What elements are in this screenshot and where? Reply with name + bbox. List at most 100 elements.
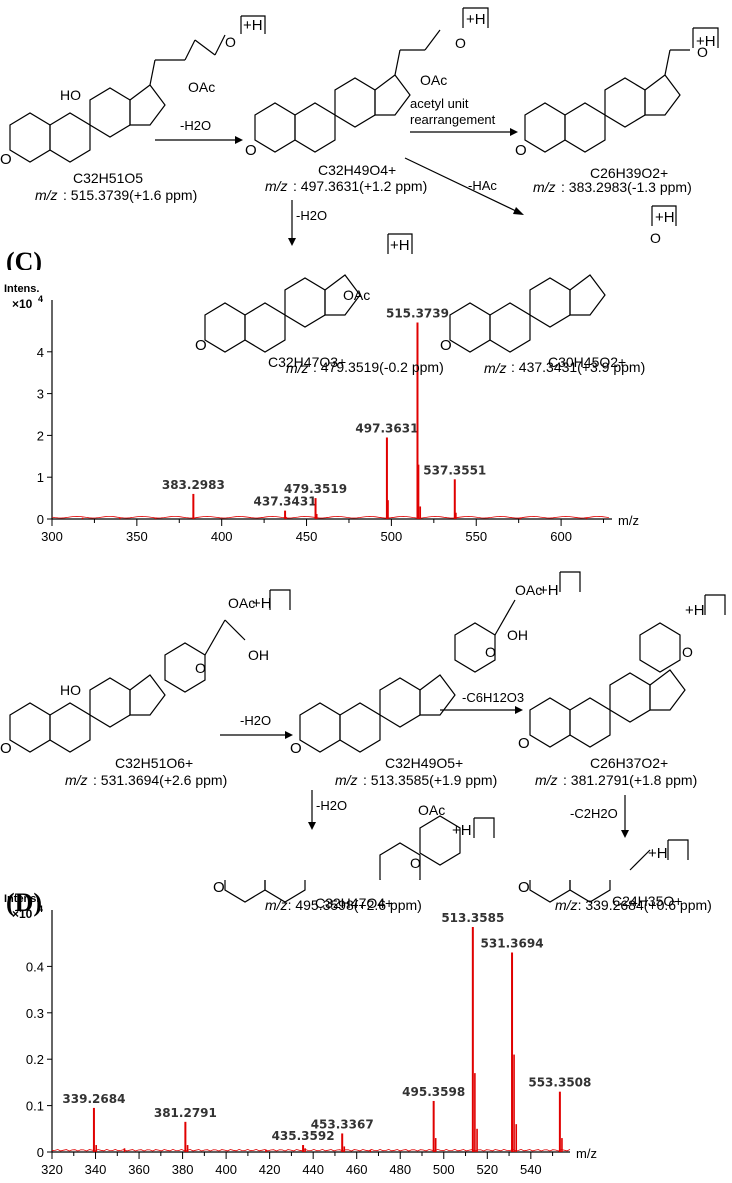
formula: C32H51O5 [73,170,143,186]
arrow-loss-c6h12o3: -C6H12O3 [440,690,524,714]
scheme-c: HO O OAc O +H C32H51O5 m/z : 515.3739(+1… [0,7,719,270]
peak-label: 537.3551 [423,463,486,477]
adduct-label: +H [696,33,716,50]
mz-value: : 339.2684(+0.6 ppm) [577,897,712,913]
peak-label: 553.3508 [528,1076,591,1090]
mz-italic: m/z [35,187,58,203]
substituent: OAc [343,287,370,303]
arrow-rearrangement: acetyl unit rearrangement [410,96,518,136]
y-axis-label: Intens. [4,283,39,295]
baseline-noise [51,1148,571,1152]
formula: C26H37O2+ [590,755,668,771]
formula: C32H49O4+ [318,162,396,178]
steroid-structure-339: O C24H35O+ [518,880,682,909]
adduct-label: +H [252,595,272,612]
arrow-dehydration-4: -H2O [308,790,347,830]
mz-value: : 437.3431(+3.9 ppm) [511,359,646,375]
y-tick-label: 0.1 [26,1099,44,1114]
formula: C32H49O5+ [385,755,463,771]
peak-label: 479.3519 [284,482,347,496]
substituent: OAc [418,802,445,818]
mz-italic: m/z [265,178,288,194]
peak-label: 381.2791 [154,1106,217,1120]
mz-value: : 381.2791(+1.8 ppm) [563,772,697,788]
substituent: O [195,660,206,676]
substituent: O [455,35,466,51]
mz-italic: m/z [555,897,578,913]
peak-label: 495.3598 [402,1085,465,1099]
steroid-structure-437: O C30H45O2+ [440,274,626,370]
arrow-dehydration-3: -H2O [220,713,293,739]
x-tick-label: 440 [302,1162,324,1177]
panel-label-d: (D) [6,888,43,917]
steroid-structure-495: O C32H47O4+ [213,880,393,911]
formula: C30H45O2+ [548,354,626,370]
adduct-label: +H [466,11,486,28]
arrow-loss-hac: -HAc [404,157,524,215]
substituent: O [697,44,708,60]
y-tick-label: 0.4 [26,959,44,974]
substituent: O [213,880,225,896]
peak-label: 437.3431 [254,495,317,509]
y-tick-label: 3 [37,387,44,402]
substituent: O [410,855,421,871]
x-axis-label: m/z [576,1146,597,1161]
x-tick-label: 380 [172,1162,194,1177]
x-tick-label: 320 [41,1162,63,1177]
adduct-label: +H [685,602,705,619]
mz-value: : 515.3739(+1.6 ppm) [63,187,197,203]
x-tick-label: 400 [211,529,233,544]
mz-value: : 383.2983(-1.3 ppm) [561,179,692,195]
x-tick-label: 360 [128,1162,150,1177]
adduct-label: +H [452,822,472,839]
x-tick-label: 450 [296,529,318,544]
substituent: HO [60,87,81,103]
substituent: OAc [420,72,447,88]
x-tick-label: 300 [41,529,63,544]
arrow-loss-c2h2o: -C2H2O [570,795,629,838]
mz-value: : 497.3631(+1.2 ppm) [293,178,427,194]
arrow-label: -C6H12O3 [462,690,524,705]
substituent: O [0,151,12,168]
peak-label: 453.3367 [311,1117,374,1131]
peak-label: 383.2983 [162,478,225,492]
peak-label: 497.3631 [355,421,418,435]
substituent: HO [60,682,81,698]
peak-label: 515.3739 [386,307,449,321]
scheme-c-adducts: +H +H O [387,205,677,254]
arrow-dehydration-2: -H2O [288,200,327,246]
adduct-label: +H [655,209,675,226]
steroid-structure-339-top: +H [629,839,689,871]
arrow-label: rearrangement [410,112,496,127]
mz-italic: m/z [65,772,88,788]
x-tick-label: 540 [520,1162,542,1177]
mz-italic: m/z [265,897,288,913]
x-axis-label: m/z [618,513,639,528]
substituent: O [225,34,236,50]
steroid-structure-381: O O +H C26H37O2+ m/z : 381.2791(+1.8 ppm… [518,594,726,788]
x-tick-label: 340 [85,1162,107,1177]
substituent: O [518,735,530,752]
substituent: O [515,142,527,159]
x-tick-label: 550 [465,529,487,544]
peak-label: 513.3585 [441,911,504,925]
mz-line-495: m/z: 495.3598(+2.6 ppm) [265,897,422,913]
substituent: O [682,644,693,660]
adduct-label: +H [539,582,559,599]
arrow-label: -H2O [316,798,347,813]
arrow-label: acetyl unit [410,96,469,111]
steroid-structure-383: O O +H C26H39O2+ m/z : 383.2983(-1.3 ppm… [515,27,719,195]
substituent: OAc [228,595,255,611]
mz-value: : 479.3519(-0.2 ppm) [313,359,444,375]
mz-italic: m/z [484,360,507,376]
y-tick-label: 2 [37,428,44,443]
substituent: O [650,230,661,246]
substituent: OAc [188,79,215,95]
mz-italic: m/z [335,772,358,788]
y-tick-label: 1 [37,470,44,485]
substituent: O [518,880,530,896]
formula: C32H51O6+ [115,755,193,771]
y-axis-unit: ×10 [12,297,33,311]
arrow-label: -C2H2O [570,806,618,821]
